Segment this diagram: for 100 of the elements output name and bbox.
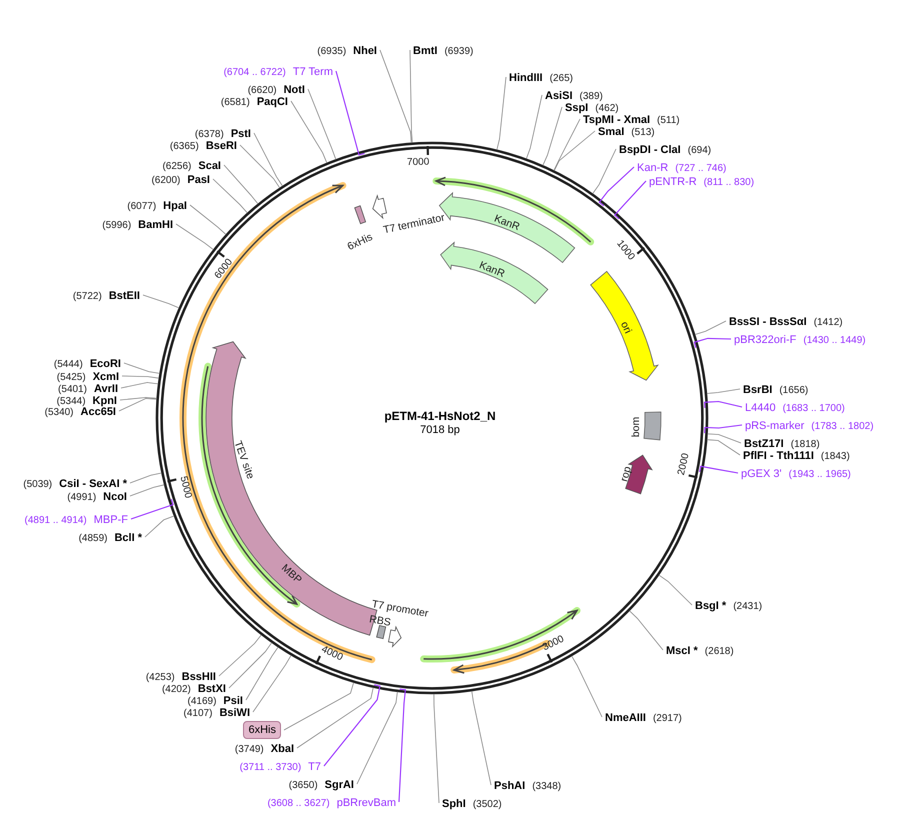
position-label: (727 .. 746)	[675, 163, 726, 174]
feature-label: MBP	[279, 562, 304, 586]
feature-label: rop	[618, 465, 634, 483]
enzyme-name: SgrAI	[324, 779, 354, 791]
enzyme-name: AvrII	[94, 383, 118, 395]
position-label: (3608 .. 3627)	[267, 798, 330, 809]
leader-line	[324, 684, 381, 766]
enzyme-name: BclI *	[114, 532, 142, 544]
leader-line	[308, 88, 336, 160]
feature-label: KanR	[492, 212, 522, 234]
feature-label: TEV site	[232, 439, 256, 481]
leader-line	[144, 516, 174, 538]
leader-line	[254, 132, 283, 186]
enzyme-name: XcmI	[92, 371, 119, 383]
enzyme-name: SphI	[442, 798, 466, 810]
leader-line	[224, 164, 258, 204]
position-label: (4107)	[184, 708, 212, 719]
enzyme-name: ScaI	[198, 160, 221, 172]
enzyme-name: BstEII	[108, 290, 140, 302]
position-label: (6620)	[248, 85, 277, 96]
enzyme-name: PstI	[230, 128, 251, 140]
position-label: (5039)	[23, 479, 52, 490]
leader-line	[118, 398, 157, 412]
feature-label: ori	[618, 320, 634, 336]
position-label: (6378)	[194, 129, 224, 140]
position-label: (513)	[631, 127, 655, 138]
leader-line	[706, 388, 740, 394]
enzyme-name: BssSI - BssSαI	[729, 316, 807, 328]
enzyme-name: SspI	[565, 102, 588, 114]
leader-line	[240, 144, 280, 188]
position-label: (1656)	[779, 385, 808, 396]
leader-line	[122, 376, 160, 379]
feature-label: KanR	[478, 259, 506, 280]
position-label: (3711 .. 3730)	[240, 762, 302, 773]
enzyme-name: Acc65I	[80, 406, 116, 418]
leader-line	[471, 690, 492, 786]
leader-line	[284, 682, 354, 730]
primer-name: MBP-F	[94, 514, 128, 526]
leader-line	[356, 691, 398, 784]
position-label: (4202)	[162, 684, 191, 695]
primer-name: Kan-R	[637, 162, 668, 174]
enzyme-name: TspMI - XmaI	[583, 114, 650, 126]
leader-line	[335, 70, 365, 156]
position-label: (5996)	[102, 220, 132, 231]
position-label: (389)	[580, 91, 603, 102]
enzyme-name: PsiI	[223, 695, 243, 707]
position-label: (4253)	[146, 672, 175, 683]
leader-line	[592, 148, 616, 194]
feature-label: RBS	[368, 613, 392, 629]
leader-line	[124, 362, 160, 374]
primer-name: pBR322ori-F	[734, 334, 796, 346]
leader-line	[598, 166, 634, 206]
leader-line	[212, 178, 248, 214]
position-label: (6704 .. 6722)	[224, 67, 286, 78]
position-label: (4891 .. 4914)	[24, 515, 87, 526]
leader-line	[218, 634, 262, 676]
position-label: (1430 .. 1449)	[803, 335, 866, 346]
leader-line	[246, 646, 278, 700]
position-label: (6077)	[127, 201, 156, 212]
position-label: (2917)	[652, 713, 682, 724]
enzyme-name: PshAI	[494, 780, 526, 792]
position-label: (511)	[657, 115, 680, 126]
primer-name: pBRrevBam	[336, 797, 396, 809]
enzyme-name: BamHI	[138, 219, 173, 231]
leader-line	[228, 642, 272, 688]
enzyme-name: BstXI	[198, 683, 226, 695]
position-label: (3650)	[288, 780, 318, 791]
primer-name: T7	[308, 761, 321, 773]
enzyme-name: NotI	[284, 84, 305, 96]
leader-line	[526, 94, 542, 159]
leader-line	[130, 484, 165, 496]
leader-line	[398, 688, 406, 802]
enzyme-name: BmtI	[413, 45, 438, 57]
leader-line	[554, 118, 580, 171]
enzyme-name: BsgI *	[695, 600, 726, 612]
leader-line	[434, 694, 440, 804]
primer-name: pRS-marker	[745, 420, 804, 432]
leader-line	[290, 100, 328, 164]
enzyme-name: CsiI - SexAI *	[59, 478, 127, 490]
leader-line	[706, 439, 740, 456]
position-label: (6200)	[151, 175, 180, 186]
position-label: (1412)	[814, 317, 843, 328]
primer-name: T7 Term	[292, 66, 333, 78]
leader-line	[120, 397, 158, 400]
feature-label: T7 terminator	[382, 212, 446, 236]
feature-label: 6xHis	[346, 231, 374, 253]
enzyme-name: NcoI	[103, 491, 127, 503]
position-label: (5425)	[56, 372, 86, 383]
position-label: (3348)	[532, 781, 562, 792]
primer-name: pGEX 3'	[741, 468, 782, 480]
leader-line	[629, 610, 664, 650]
leader-line	[694, 338, 732, 348]
position-label: (265)	[550, 73, 573, 84]
enzyme-name: BssHII	[182, 671, 216, 683]
position-label: (1683 .. 1700)	[782, 403, 845, 414]
feature-label: bom	[630, 416, 642, 438]
position-label: (694)	[688, 145, 712, 156]
position-label: (6365)	[170, 141, 199, 152]
position-label: (5340)	[44, 407, 74, 418]
position-label: (6256)	[162, 161, 192, 172]
